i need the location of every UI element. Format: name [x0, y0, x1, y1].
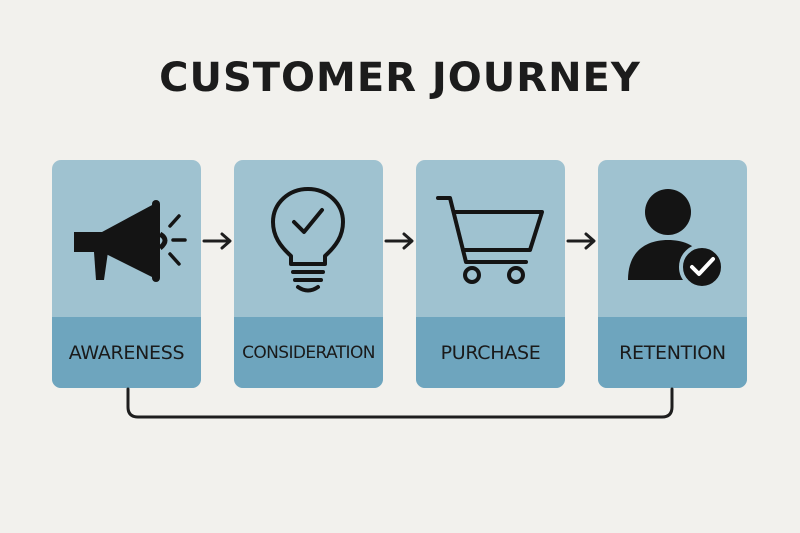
retention-loop-line [126, 387, 674, 419]
stage-consideration-icon-area [234, 160, 383, 317]
stage-awareness-label-bar: AWARENESS [52, 317, 201, 388]
diagram-title: CUSTOMER JOURNEY [159, 55, 641, 101]
stage-retention-icon-area [598, 160, 747, 317]
stage-retention-label: RETENTION [619, 341, 726, 364]
stage-retention: RETENTION [598, 160, 747, 388]
arrow-purchase-to-retention [566, 232, 596, 250]
stage-awareness: AWARENESS [52, 160, 201, 388]
megaphone-icon [74, 200, 187, 282]
stage-awareness-icon-area [52, 160, 201, 317]
stage-consideration: CONSIDERATION [234, 160, 383, 388]
stage-purchase-label-bar: PURCHASE [416, 317, 565, 388]
stage-consideration-label: CONSIDERATION [242, 342, 375, 363]
stage-purchase-label: PURCHASE [440, 341, 541, 364]
stage-purchase: PURCHASE [416, 160, 565, 388]
stage-consideration-label-bar: CONSIDERATION [234, 317, 383, 388]
user-check-icon [628, 189, 725, 290]
stage-awareness-label: AWARENESS [68, 341, 185, 364]
stage-retention-label-bar: RETENTION [598, 317, 747, 388]
shopping-cart-icon [436, 196, 544, 284]
arrow-awareness-to-consideration [202, 232, 232, 250]
lightbulb-check-icon [271, 187, 345, 293]
arrow-consideration-to-purchase [384, 232, 414, 250]
stage-purchase-icon-area [416, 160, 565, 317]
